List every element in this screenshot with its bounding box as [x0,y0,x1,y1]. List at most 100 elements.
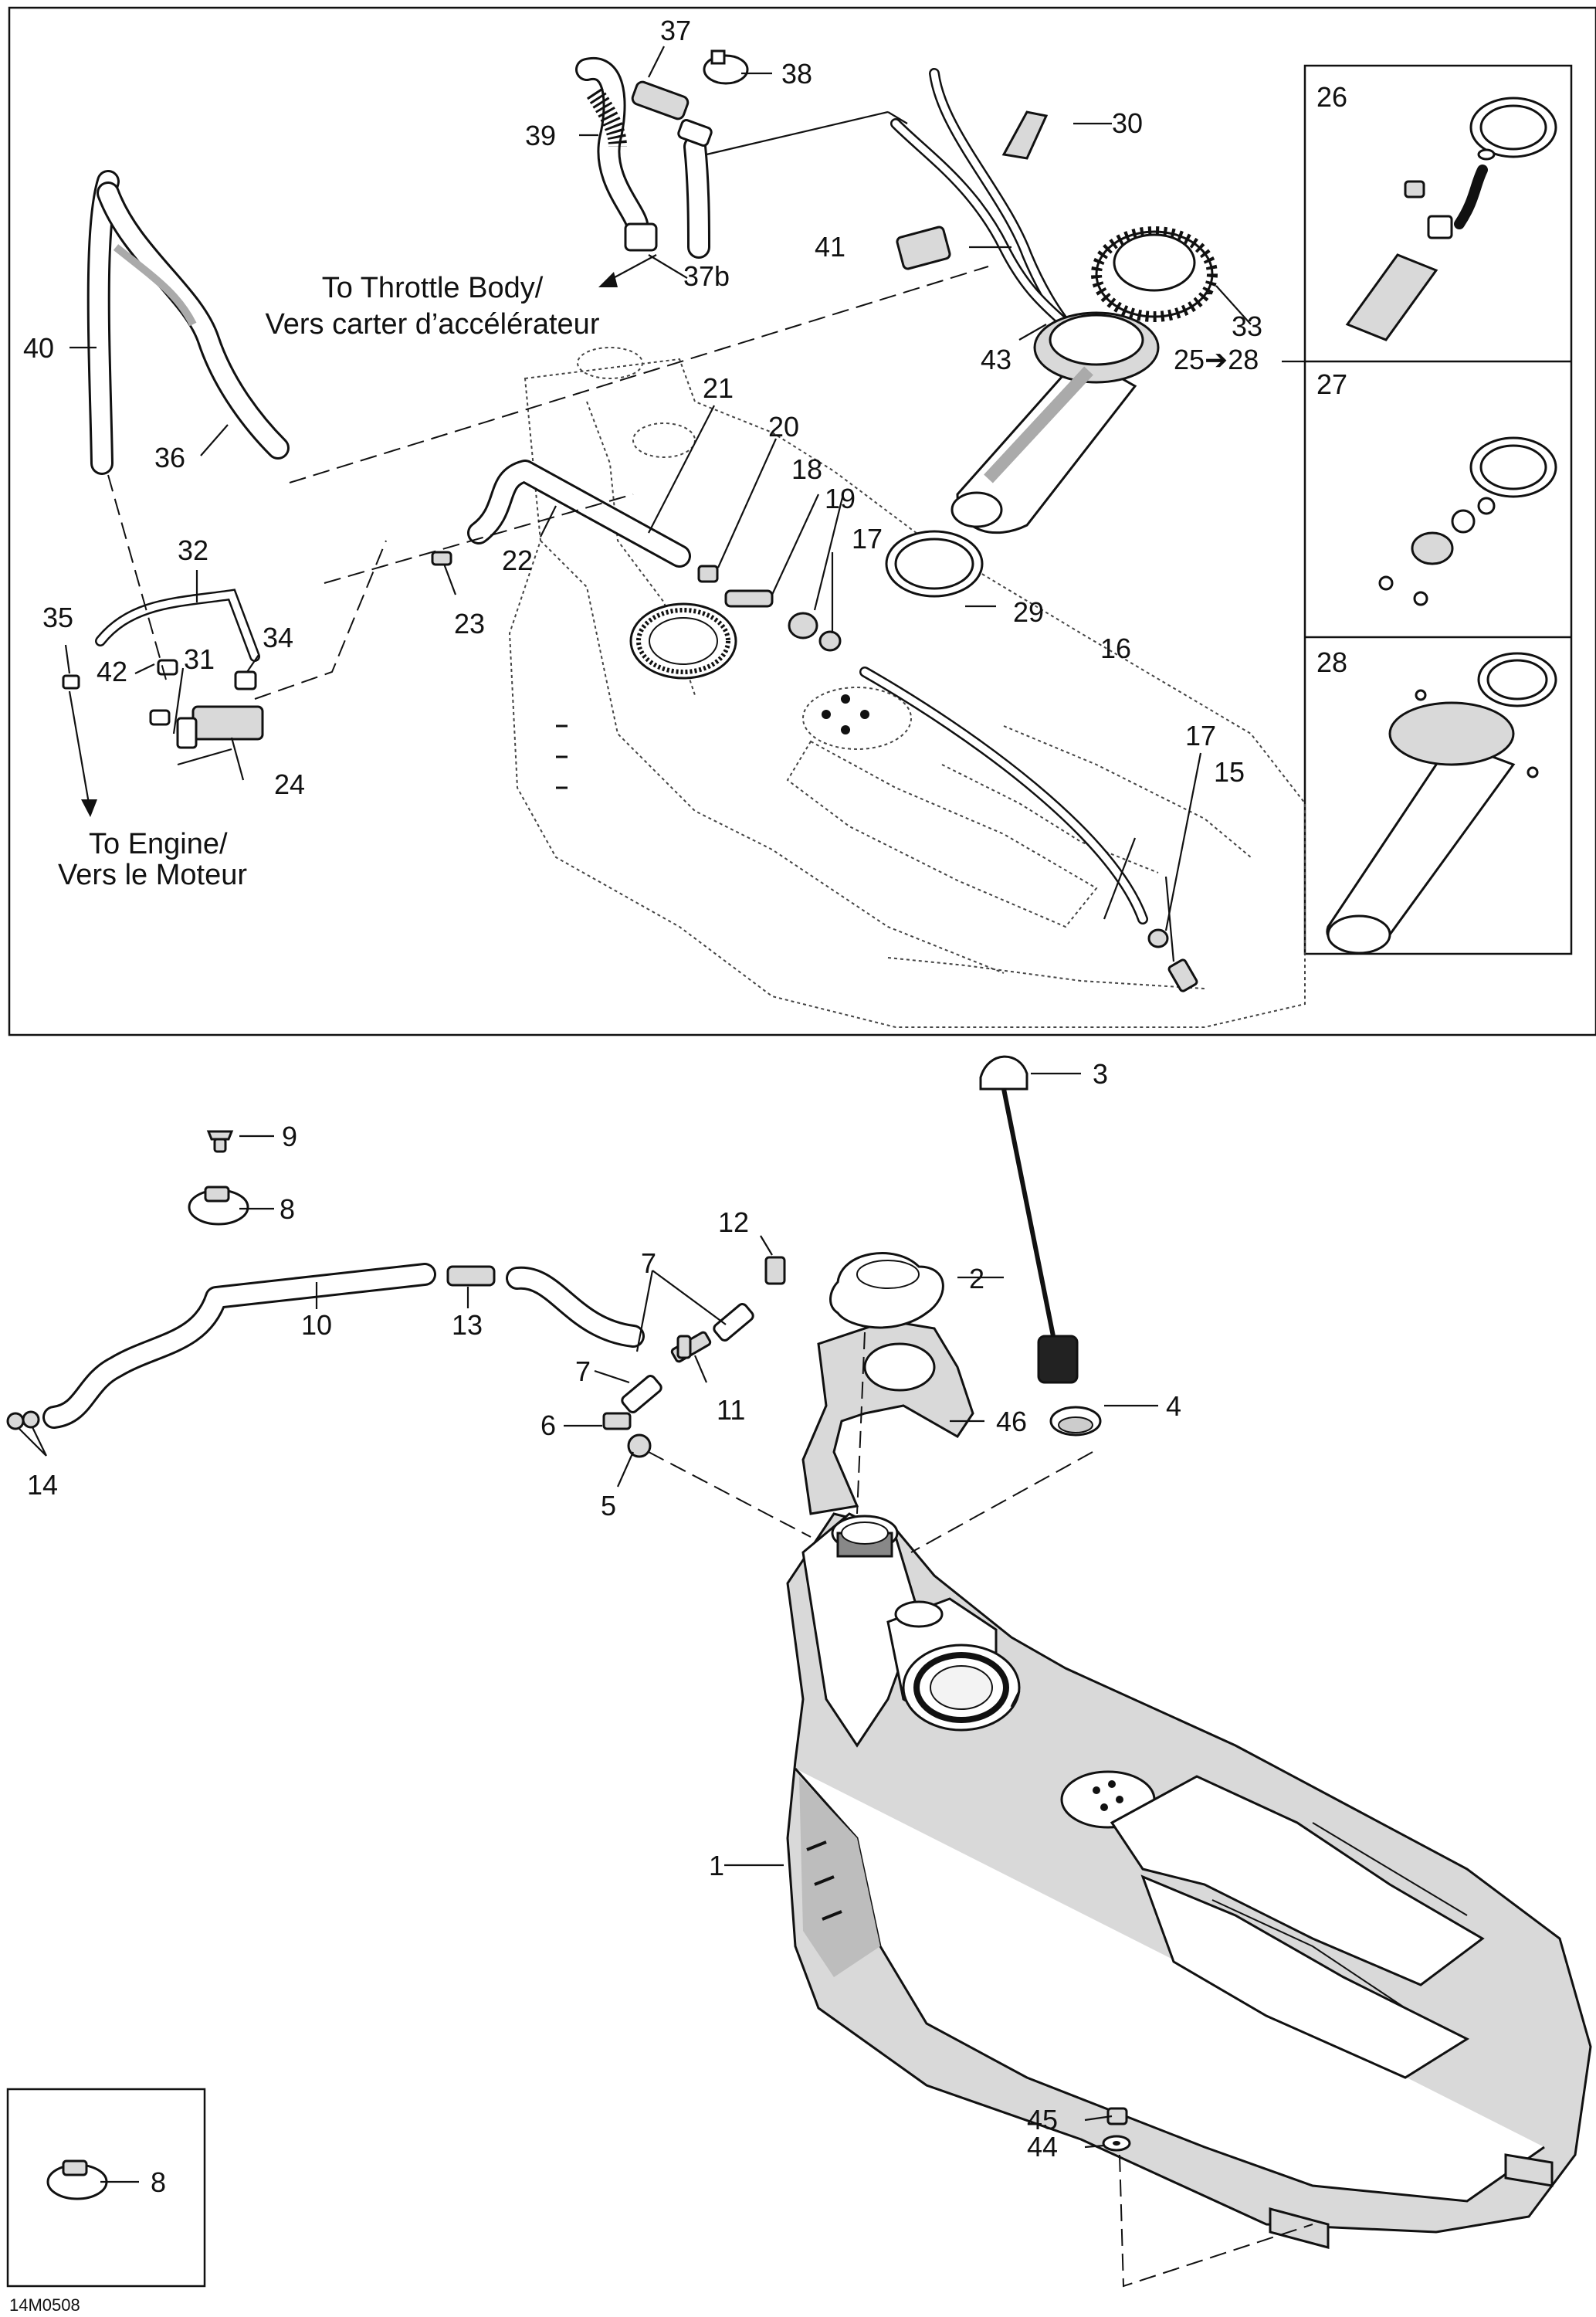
upper-frame [8,6,1596,1036]
ghost-fuel-tank [508,347,1306,1028]
filler-neck [831,1515,944,1628]
callout-37b: 37b [683,260,730,292]
callout-34: 34 [263,622,293,653]
callout-7a: 7 [641,1247,656,1279]
callout-7b: 7 [575,1355,591,1387]
fuel-gauge-3 [979,1055,1079,1384]
hose-22 [467,460,691,568]
callout-8b: 8 [151,2166,166,2198]
callout-10: 10 [301,1309,332,1341]
callout-5: 5 [601,1490,616,1521]
callout-38: 38 [781,58,812,90]
note-throttle-fr: Vers carter d’accélérateur [266,308,600,341]
callout-16: 16 [1100,633,1131,664]
callout-39: 39 [525,120,556,151]
gasket-29 [885,530,984,598]
hose-39-assembly [575,57,713,259]
callout-19: 19 [825,483,856,514]
hose-40 [86,170,120,475]
callout-45: 45 [1027,2104,1058,2136]
push-rivet-9 [206,1130,234,1153]
callout-46: 46 [996,1406,1027,1437]
callout-41: 41 [815,231,845,263]
callout-11: 11 [717,1394,745,1426]
detail-28-parts [1326,652,1557,955]
callout-2: 2 [969,1263,984,1294]
fitting-20 [697,565,719,583]
note-engine-fr: Vers le Moteur [58,859,247,891]
callout-12: 12 [718,1206,749,1238]
ghost-hole [822,710,831,719]
callout-27: 27 [1316,368,1347,400]
clamp-17b [1147,928,1169,948]
fitting-6 [602,1412,632,1430]
arrow-to-throttle [598,254,657,287]
fuel-pump-25 [950,311,1160,534]
callout-32: 32 [178,534,208,566]
clamp-38 [703,49,749,85]
callout-33: 33 [1232,310,1262,342]
leader-lines [19,46,1305,2183]
callout-17a: 17 [852,523,883,555]
callout-14: 14 [27,1469,58,1501]
callout-18: 18 [791,453,822,485]
callout-42: 42 [97,656,127,687]
callout-35: 35 [42,602,73,633]
upper-dashed-guides [107,110,989,700]
ring-nut-33 [1091,226,1218,322]
grommet-5 [627,1433,652,1458]
fuel-tank-1 [786,1512,1592,2249]
pump-hoses [890,68,1086,349]
clamp-23 [431,551,452,566]
callout-3: 3 [1093,1058,1108,1090]
valve-12 [764,1256,786,1285]
detail-frame [1303,64,1573,955]
callout-22: 22 [502,544,533,576]
valve-block-24 [62,589,264,766]
callout-31: 31 [184,643,215,675]
valve-15 [1167,958,1198,992]
clip-30 [1001,110,1049,160]
callout-24: 24 [274,768,305,800]
tee-fitting-11 [670,1331,712,1363]
vent-line-10 [42,1263,645,1429]
ghost-hole [841,694,850,704]
clamp-8 [188,1186,249,1226]
grommet-19 [788,612,818,639]
callout-28: 28 [1316,646,1347,678]
lower-dashed-guides [648,1332,1313,2288]
callout-25: 25➔28 [1174,344,1259,375]
ghost-pump-ring [629,602,737,680]
sleeve-41 [896,226,951,270]
callout-9: 9 [282,1121,297,1152]
callout-6: 6 [540,1410,556,1441]
clamp-17a [818,630,842,652]
callout-23: 23 [454,608,485,639]
callout-8a: 8 [280,1193,295,1225]
fuel-cap-2 [829,1252,944,1329]
note-engine-en: To Engine/ [89,828,228,860]
callout-26: 26 [1316,81,1347,113]
tube-16 [859,667,1148,924]
callout-29: 29 [1013,596,1044,628]
callout-40: 40 [23,332,54,364]
hose-7-upper [713,1303,754,1342]
grommet-4 [1049,1406,1102,1437]
callout-44: 44 [1027,2131,1058,2163]
callout-20: 20 [768,411,799,443]
callout-43: 43 [981,344,1011,375]
callout-15: 15 [1214,756,1245,788]
note-throttle-en: To Throttle Body/ [322,272,544,304]
callout-36: 36 [154,442,185,473]
callout-30: 30 [1112,107,1143,139]
callouts: 1 2 3 4 5 6 7 7 8 8 9 10 11 12 13 14 15 … [23,15,1347,2198]
bracket-46 [801,1319,974,1515]
callout-4: 4 [1166,1390,1181,1422]
ghost-hole [860,710,869,719]
hose-7-lower [621,1375,662,1413]
valve-18 [724,589,774,608]
arrow-to-engine [68,690,97,817]
drawing-code: 14M0508 [9,2295,80,2315]
hose-36 [97,181,290,460]
clamp-8-inset [46,2159,108,2200]
